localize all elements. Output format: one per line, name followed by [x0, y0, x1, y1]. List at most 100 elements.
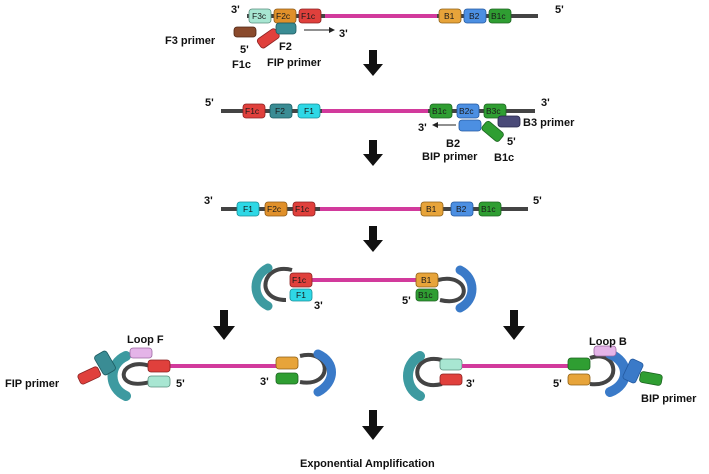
r3-label-f1: F1	[243, 204, 253, 214]
r5r-block-b1c	[567, 357, 591, 371]
loop-f-primer-shape	[129, 347, 153, 359]
r1-block-f1c: F1c	[298, 8, 322, 24]
r2-left-end: 5'	[205, 97, 214, 109]
r4-right-loop-cap	[455, 265, 477, 313]
r4-block-f1c: F1c	[289, 272, 313, 288]
r4-label-f1: F1	[296, 290, 306, 300]
down-arrow-final	[362, 410, 384, 440]
r1-block-f2c: F2c	[273, 8, 297, 24]
down-arrow-3	[363, 226, 383, 252]
r1-five-label: 5'	[240, 44, 249, 56]
r4-right-end: 5'	[402, 295, 411, 307]
r2-five-label: 5'	[507, 136, 516, 148]
r2-right-end: 3'	[541, 97, 550, 109]
r5r-block-b1	[567, 373, 591, 386]
down-arrow-1	[363, 50, 383, 76]
r5r-loop-cap	[403, 351, 425, 401]
r5l-block-b1c	[275, 372, 299, 385]
r2-block-f2: F2	[269, 103, 293, 119]
r1-label-f2c: F2c	[276, 11, 291, 21]
r3-block-f1: F1	[236, 201, 260, 217]
r4-left-end: 3'	[314, 300, 323, 312]
r1-block-b2: B2	[463, 8, 487, 24]
down-arrow-2	[363, 140, 383, 166]
r1-f3-primer-label: F3 primer	[165, 35, 216, 47]
r1-label-f3c: F3c	[252, 11, 267, 21]
r4-block-b1: B1	[415, 272, 439, 288]
r5l-loop-cap	[107, 351, 131, 401]
r4-label-b1: B1	[421, 275, 432, 285]
r2-b1c-label: B1c	[494, 152, 514, 164]
fip-primer-f2-shape	[275, 22, 297, 35]
r1-arrow-end-label: 3'	[339, 28, 348, 40]
r1-right-end: 5'	[555, 4, 564, 16]
r3-block-b1: B1	[420, 201, 444, 217]
r3-label-b2: B2	[456, 204, 467, 214]
r5r-end2-label: 5'	[553, 378, 562, 390]
r1-label-f1c: F1c	[301, 11, 316, 21]
r2-block-b2c: B2c	[456, 103, 480, 119]
r3-block-f2c: F2c	[264, 201, 288, 217]
r4-left-loop-strand	[263, 266, 293, 302]
r5l-end-label: 5'	[176, 378, 185, 390]
r1-block-b1c: B1c	[488, 8, 512, 24]
b3-primer-shape	[497, 115, 521, 128]
r2-block-f1c: F1c	[242, 103, 266, 119]
down-arrow-left	[213, 310, 235, 340]
down-arrow-right	[503, 310, 525, 340]
r5r-loop-strand	[415, 356, 443, 388]
r1-left-end: 3'	[231, 4, 240, 16]
bip-primer-b1c-shape	[481, 120, 504, 142]
r5l-end2-label: 3'	[260, 376, 269, 388]
r4-label-f1c: F1c	[292, 275, 307, 285]
r4-block-f1: F1	[289, 288, 313, 302]
r5l-block-b1	[275, 356, 299, 370]
r4-block-b1c: B1c	[415, 288, 439, 302]
r1-label-b1c: B1c	[491, 11, 506, 21]
r2-block-b3c: B3c	[483, 103, 507, 119]
r3-block-b1c: B1c	[478, 201, 502, 217]
r2-label-f1: F1	[304, 106, 314, 116]
r3-label-b1c: B1c	[481, 204, 496, 214]
row-1-template: 3' 5' F3c F2c F1c B1 B2 B1c F3 pri	[165, 4, 564, 71]
r5l-fip-f2-shape	[94, 350, 116, 376]
r1-f1c-label: F1c	[232, 59, 251, 71]
r2-arrow-end-label: 3'	[418, 122, 427, 134]
r3-block-b2: B2	[450, 201, 474, 217]
r1-label-b1: B1	[444, 11, 455, 21]
r4-right-loop-strand	[437, 276, 466, 304]
r2-b2-label: B2	[446, 138, 460, 150]
r5r-bip-b1c-shape	[639, 371, 663, 386]
r3-label-f1c: F1c	[295, 204, 310, 214]
r3-label-b1: B1	[426, 204, 437, 214]
r2-label-b2c: B2c	[459, 106, 474, 116]
row-4-dumbbell: F1c F1 B1 B1c 3' 5'	[251, 263, 477, 313]
r5l-loop-strand	[121, 362, 151, 386]
r3-right-end: 5'	[533, 195, 542, 207]
r1-block-b1: B1	[438, 8, 462, 24]
r5r-loop-label: Loop B	[589, 336, 627, 348]
r1-label-b2: B2	[469, 11, 480, 21]
r5l-right-loop-strand	[299, 352, 327, 385]
r5r-bip-primer-label: BIP primer	[641, 393, 697, 405]
r1-block-f3c: F3c	[248, 8, 272, 24]
r2-label-b1c: B1c	[432, 106, 447, 116]
r5l-right-loop-cap	[313, 349, 336, 397]
r5l-loop-label: Loop F	[127, 334, 164, 346]
r5r-block-f1	[439, 358, 463, 371]
r2-block-f1: F1	[297, 103, 321, 119]
r3-left-end: 3'	[204, 195, 213, 207]
r2-label-f2: F2	[275, 106, 285, 116]
r2-block-b1c: B1c	[429, 103, 453, 119]
r2-label-b3c: B3c	[486, 106, 501, 116]
r5r-right-loop-strand	[589, 354, 616, 387]
r5l-fip-f1c-shape	[77, 366, 101, 385]
row-5-left-structure: Loop F FIP primer 5' 3'	[5, 334, 336, 401]
f3-primer-shape	[233, 26, 257, 38]
footer-label: Exponential Amplification	[300, 458, 435, 470]
r5r-bip-b2-shape	[622, 358, 644, 384]
r5r-block-f1c	[439, 373, 463, 386]
r3-label-f2c: F2c	[267, 204, 282, 214]
r5r-end-label: 3'	[466, 378, 475, 390]
r2-bip-primer-label: BIP primer	[422, 151, 478, 163]
